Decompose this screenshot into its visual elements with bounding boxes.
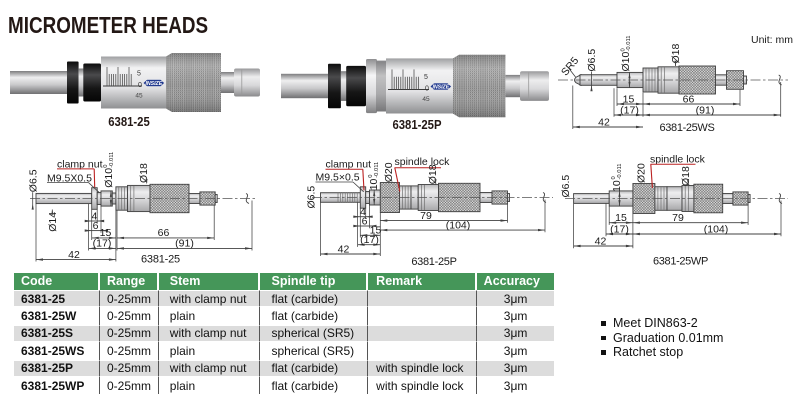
svg-text:0: 0 [611, 176, 617, 179]
svg-text:(17): (17) [360, 234, 379, 246]
svg-text:0: 0 [368, 175, 374, 178]
svg-text:79: 79 [672, 212, 684, 224]
svg-text:42: 42 [598, 116, 610, 128]
svg-text:6381-25WS: 6381-25WS [660, 122, 715, 134]
svg-text:(17): (17) [620, 104, 639, 116]
svg-text:-0.011: -0.011 [374, 162, 380, 178]
svg-text:6381-25WP: 6381-25WP [653, 256, 708, 268]
svg-text:(104): (104) [446, 219, 471, 231]
svg-text:-0.011: -0.011 [109, 152, 115, 168]
svg-text:INSIZE: INSIZE [145, 81, 162, 87]
svg-text:15: 15 [615, 212, 627, 224]
svg-text:(104): (104) [704, 223, 729, 235]
svg-text:Ø6.5: Ø6.5 [586, 49, 598, 72]
svg-text:clamp nut: clamp nut [326, 158, 372, 170]
svg-text:42: 42 [68, 249, 80, 261]
svg-text:SR5: SR5 [559, 55, 581, 78]
svg-text:Ø18: Ø18 [427, 164, 439, 184]
svg-text:(17): (17) [93, 238, 112, 250]
svg-text:5: 5 [424, 74, 428, 81]
svg-text:Ø18: Ø18 [680, 166, 692, 186]
svg-text:Ø14: Ø14 [47, 212, 59, 232]
svg-text:-0.011: -0.011 [617, 163, 623, 179]
svg-text:10: 10 [368, 178, 380, 190]
svg-text:Ø10: Ø10 [620, 51, 632, 71]
svg-text:42: 42 [338, 243, 350, 255]
svg-text:M9.5X0.5: M9.5X0.5 [47, 172, 92, 184]
svg-text:42: 42 [595, 235, 607, 247]
svg-text:Ø6.5: Ø6.5 [305, 186, 317, 209]
svg-text:M9.5×0.5: M9.5×0.5 [316, 171, 360, 183]
svg-text:6381-25P: 6381-25P [411, 256, 456, 268]
svg-text:spindle lock: spindle lock [395, 156, 451, 168]
svg-text:spindle lock: spindle lock [650, 153, 706, 165]
svg-text:Ø10: Ø10 [103, 168, 115, 188]
svg-text:15: 15 [623, 93, 635, 105]
svg-text:6381-25: 6381-25 [141, 254, 180, 266]
svg-text:15: 15 [100, 227, 112, 239]
svg-text:INSIZE: INSIZE [432, 85, 449, 91]
svg-text:10: 10 [611, 180, 623, 192]
svg-text:Ø20: Ø20 [383, 162, 395, 182]
svg-text:(17): (17) [610, 223, 629, 235]
svg-text:5: 5 [137, 71, 141, 78]
svg-text:45: 45 [422, 96, 430, 103]
svg-text:Ø18: Ø18 [138, 163, 150, 183]
svg-text:Ø18: Ø18 [670, 43, 682, 63]
svg-text:0: 0 [425, 86, 429, 93]
svg-text:Ø6.5: Ø6.5 [560, 175, 572, 198]
svg-text:-0.011: -0.011 [626, 35, 632, 51]
svg-text:(91): (91) [175, 238, 194, 250]
svg-text:66: 66 [158, 227, 170, 239]
svg-text:0: 0 [620, 48, 626, 51]
svg-text:79: 79 [420, 210, 432, 222]
svg-text:15: 15 [370, 225, 382, 237]
svg-text:66: 66 [683, 93, 695, 105]
svg-text:0: 0 [103, 165, 109, 168]
svg-text:0: 0 [138, 82, 142, 89]
svg-text:45: 45 [135, 93, 143, 100]
svg-text:4: 4 [91, 210, 97, 222]
svg-text:6: 6 [93, 220, 99, 232]
svg-text:4: 4 [360, 206, 366, 218]
svg-text:clamp nut: clamp nut [57, 159, 103, 171]
svg-text:6: 6 [362, 215, 368, 227]
svg-text:Ø6.5: Ø6.5 [27, 169, 39, 192]
svg-text:Ø20: Ø20 [635, 163, 647, 183]
svg-text:(91): (91) [696, 104, 715, 116]
